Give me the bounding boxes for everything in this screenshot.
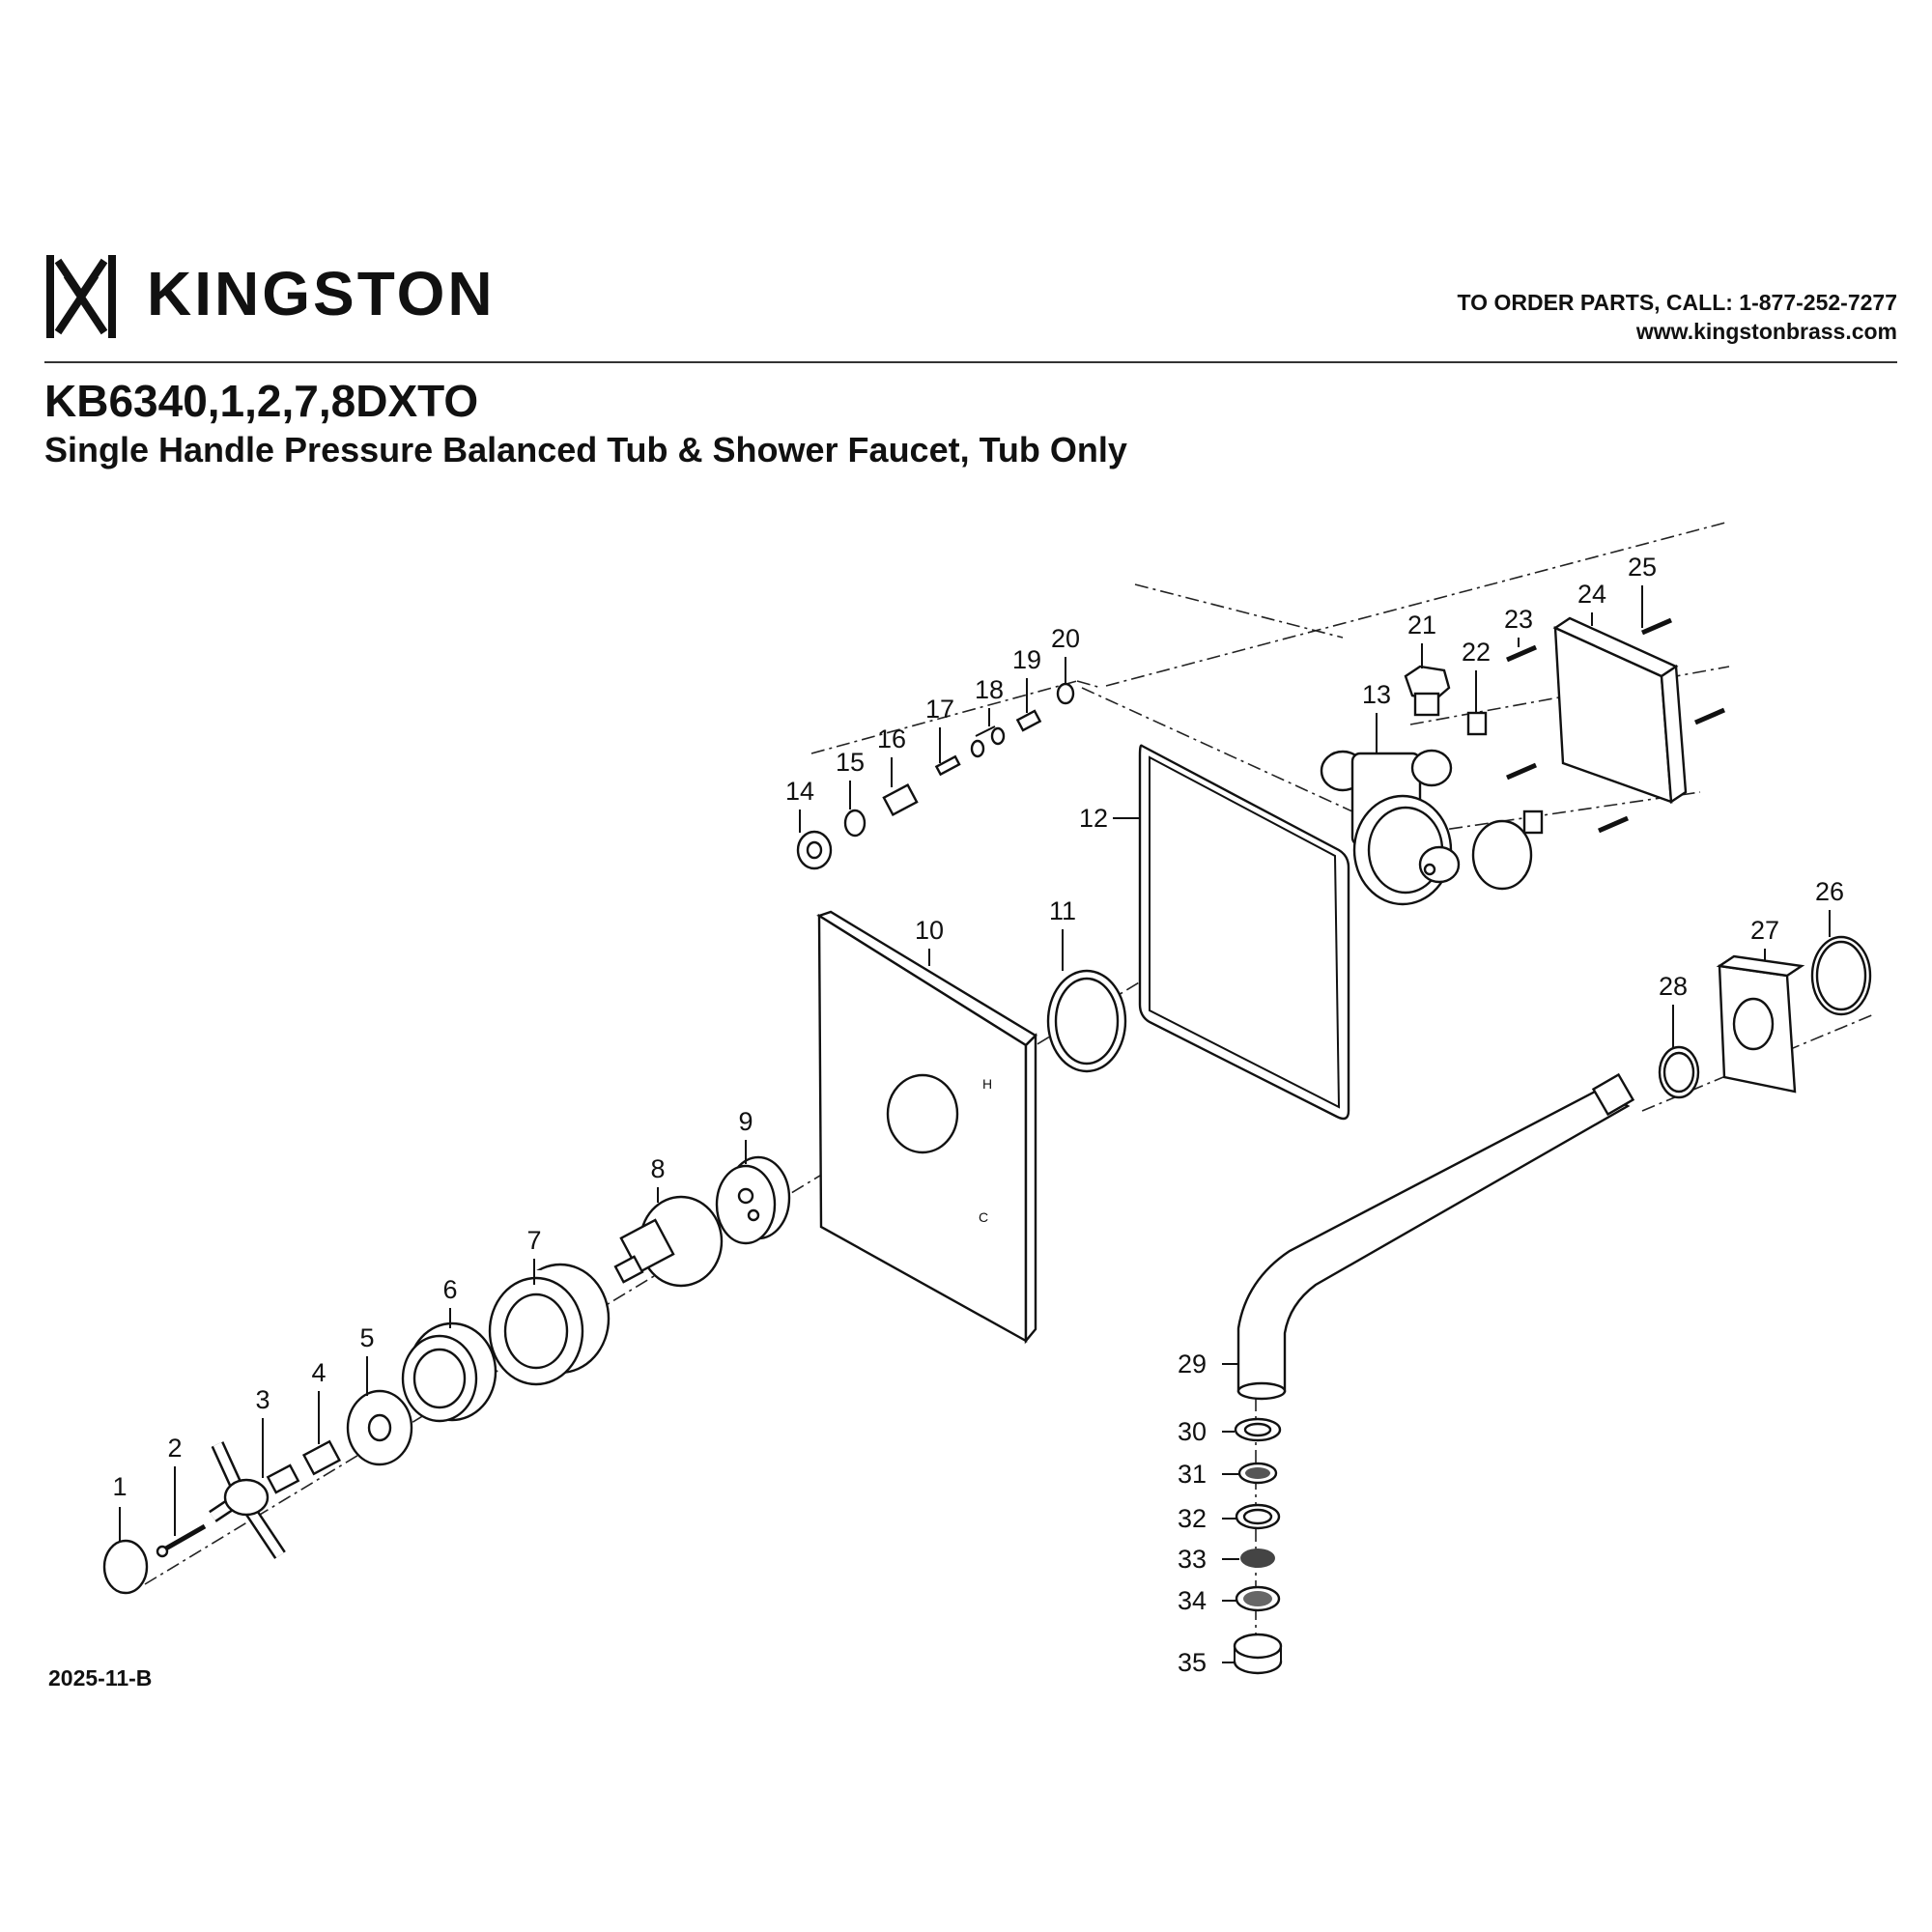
part-28-spout-washer[interactable] bbox=[1658, 1045, 1700, 1099]
callout-35: 35 bbox=[1178, 1648, 1207, 1677]
hot-mark: H bbox=[982, 1076, 992, 1092]
part-2-handle-screw[interactable] bbox=[156, 1523, 207, 1558]
callout-1: 1 bbox=[112, 1472, 127, 1501]
order-contact: TO ORDER PARTS, CALL: 1-877-252-7277 www… bbox=[1458, 288, 1897, 346]
callout-5: 5 bbox=[359, 1323, 374, 1352]
part-27-square-flange[interactable] bbox=[1716, 954, 1805, 1094]
callout-29: 29 bbox=[1178, 1350, 1207, 1378]
part-15-o-ring[interactable] bbox=[843, 809, 867, 838]
part-24-mounting-bracket[interactable] bbox=[1552, 616, 1688, 805]
callout-24: 24 bbox=[1577, 580, 1606, 609]
callout-7: 7 bbox=[526, 1226, 541, 1255]
part-13-valve-body[interactable] bbox=[1320, 749, 1533, 906]
part-5-bonnet-nut[interactable] bbox=[346, 1389, 413, 1466]
callout-25: 25 bbox=[1628, 553, 1657, 582]
part-31-aerator-screen[interactable] bbox=[1237, 1462, 1278, 1485]
callout-2: 2 bbox=[167, 1434, 182, 1463]
cold-mark: C bbox=[979, 1209, 988, 1225]
callout-10: 10 bbox=[915, 916, 944, 945]
part-14-cap-nut[interactable] bbox=[796, 830, 833, 870]
part-20-washer[interactable] bbox=[1056, 682, 1075, 705]
part-25-bracket-screw[interactable] bbox=[1641, 617, 1725, 725]
callout-6: 6 bbox=[442, 1275, 457, 1304]
callout-leaders bbox=[119, 585, 1831, 1663]
callout-27: 27 bbox=[1750, 916, 1779, 945]
part-33-mesh-screen[interactable] bbox=[1240, 1548, 1275, 1568]
part-16-stop-stem[interactable] bbox=[882, 782, 919, 817]
callout-11: 11 bbox=[1049, 896, 1076, 925]
callout-3: 3 bbox=[255, 1385, 270, 1414]
callout-32: 32 bbox=[1178, 1504, 1207, 1533]
part-30-aerator-washer[interactable] bbox=[1234, 1417, 1282, 1442]
callout-31: 31 bbox=[1178, 1460, 1207, 1489]
callout-18: 18 bbox=[975, 675, 1004, 704]
callout-13: 13 bbox=[1362, 680, 1391, 709]
callout-34: 34 bbox=[1178, 1586, 1207, 1615]
part-3-cross-handle[interactable] bbox=[209, 1441, 300, 1559]
part-17-spring[interactable] bbox=[934, 754, 961, 777]
kingston-logo-icon bbox=[46, 255, 116, 338]
part-22-spacers[interactable] bbox=[1466, 711, 1544, 835]
callout-12: 12 bbox=[1079, 804, 1108, 833]
part-6-sleeve[interactable] bbox=[401, 1321, 497, 1423]
part-8-pressure-balance-cartridge[interactable] bbox=[613, 1195, 724, 1288]
callout-28: 28 bbox=[1659, 972, 1688, 1001]
part-10-trim-plate[interactable]: H C bbox=[816, 910, 1037, 1345]
callout-15: 15 bbox=[836, 748, 865, 777]
callout-14: 14 bbox=[785, 777, 814, 806]
part-26-flange-ring[interactable] bbox=[1810, 935, 1872, 1016]
part-21-plug[interactable] bbox=[1404, 665, 1451, 717]
order-phone: TO ORDER PARTS, CALL: 1-877-252-7277 bbox=[1457, 290, 1897, 315]
callout-26: 26 bbox=[1815, 877, 1844, 906]
brand-name: KINGSTON bbox=[147, 259, 496, 328]
part-34-aerator-insert[interactable] bbox=[1235, 1585, 1281, 1612]
product-description: Single Handle Pressure Balanced Tub & Sh… bbox=[44, 430, 1127, 469]
order-website[interactable]: www.kingstonbrass.com bbox=[1635, 319, 1897, 344]
revision-code: 2025-11-B bbox=[48, 1665, 153, 1690]
callout-4: 4 bbox=[311, 1358, 326, 1387]
part-32-aerator-ring[interactable] bbox=[1235, 1503, 1281, 1530]
part-9-cartridge-base[interactable] bbox=[715, 1155, 791, 1245]
callout-22: 22 bbox=[1462, 638, 1491, 667]
part-4-handle-adapter[interactable] bbox=[301, 1439, 342, 1476]
callout-30: 30 bbox=[1178, 1417, 1207, 1446]
callout-numbers: 1 2 3 4 5 6 7 8 9 10 11 12 13 14 15 16 1… bbox=[112, 553, 1844, 1677]
part-18-washers[interactable] bbox=[970, 725, 1006, 758]
part-11-trim-ring[interactable] bbox=[1046, 969, 1127, 1073]
callout-16: 16 bbox=[877, 724, 906, 753]
part-35-aerator-housing[interactable] bbox=[1233, 1633, 1283, 1675]
callout-9: 9 bbox=[738, 1107, 753, 1136]
part-19-check-stem[interactable] bbox=[1015, 709, 1042, 732]
header-divider bbox=[44, 361, 1897, 363]
callout-20: 20 bbox=[1051, 624, 1080, 653]
part-1-index-cap[interactable] bbox=[102, 1539, 149, 1595]
callout-17: 17 bbox=[925, 695, 954, 724]
callout-33: 33 bbox=[1178, 1545, 1207, 1574]
callout-21: 21 bbox=[1407, 611, 1436, 639]
part-29-tub-spout[interactable] bbox=[1236, 1072, 1635, 1401]
callout-8: 8 bbox=[650, 1154, 665, 1183]
callout-19: 19 bbox=[1012, 645, 1041, 674]
callout-23: 23 bbox=[1504, 605, 1533, 634]
part-7-cartridge-cover[interactable] bbox=[488, 1263, 611, 1386]
model-number: KB6340,1,2,7,8DXTO bbox=[44, 376, 479, 426]
part-12-trim-gasket[interactable] bbox=[1138, 744, 1350, 1121]
